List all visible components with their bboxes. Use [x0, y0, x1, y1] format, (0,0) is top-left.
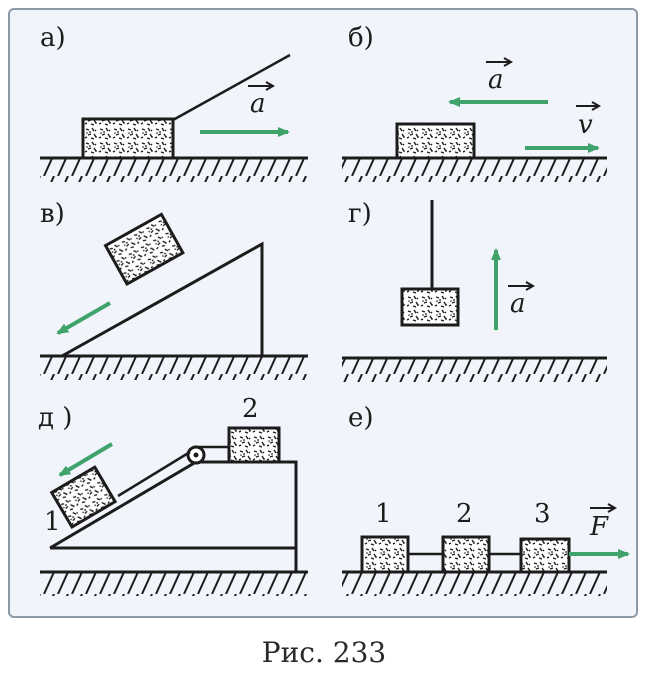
vector-a-label: a: [510, 289, 526, 319]
ground-hatch: [342, 158, 607, 182]
block: [395, 122, 476, 160]
panel-e-label: е): [348, 403, 374, 433]
figure-frame: [8, 8, 638, 618]
panel-a: а) a: [40, 23, 308, 182]
ground-hatch: [40, 572, 308, 596]
panel-b-label: б): [348, 23, 374, 53]
block-2-label: 2: [242, 394, 259, 424]
block: [103, 212, 185, 287]
string: [117, 450, 191, 498]
block-2: [227, 426, 281, 464]
block-2: [441, 535, 491, 574]
rope: [172, 53, 291, 122]
ground-hatch: [342, 572, 607, 596]
block: [81, 117, 175, 160]
panel-b: б) a v: [342, 23, 607, 182]
block-3-label: 3: [534, 499, 551, 529]
panel-e: е) 1 2 3 F: [342, 403, 630, 596]
incline: [61, 241, 264, 358]
panel-a-label: а): [40, 23, 66, 53]
acceleration-arrow: [56, 301, 111, 335]
block-1-label: 1: [375, 499, 392, 529]
block: [400, 287, 460, 327]
pulley-axle: [193, 452, 199, 458]
block-1: [360, 535, 410, 574]
acceleration-arrow: [58, 442, 114, 477]
block-3: [519, 537, 571, 574]
figure-caption: Рис. 233: [261, 636, 387, 669]
vector-bar-tip: [607, 503, 618, 513]
vector-a-label: a: [488, 65, 504, 95]
panel-v-label: в): [40, 199, 65, 229]
vector-bar-tip: [591, 101, 602, 111]
force-label: F: [589, 512, 609, 542]
panel-v: в): [40, 199, 308, 380]
ground-hatch: [342, 358, 607, 382]
block-1: [49, 465, 118, 530]
vector-bar-tip: [265, 81, 276, 91]
vector-v-label: v: [578, 110, 593, 140]
block-2-label: 2: [456, 499, 473, 529]
block-1-label: 1: [44, 507, 61, 537]
panel-d-label: д ): [38, 403, 72, 433]
ground-hatch: [40, 356, 308, 380]
vector-bar-tip: [503, 57, 514, 67]
panel-d: д ) 1 2: [38, 394, 308, 596]
vector-a-label: a: [250, 89, 266, 119]
panel-g-label: г): [348, 199, 372, 229]
vector-bar-tip: [525, 281, 536, 291]
ground-hatch: [40, 158, 308, 182]
panel-g: г) a: [342, 199, 607, 382]
